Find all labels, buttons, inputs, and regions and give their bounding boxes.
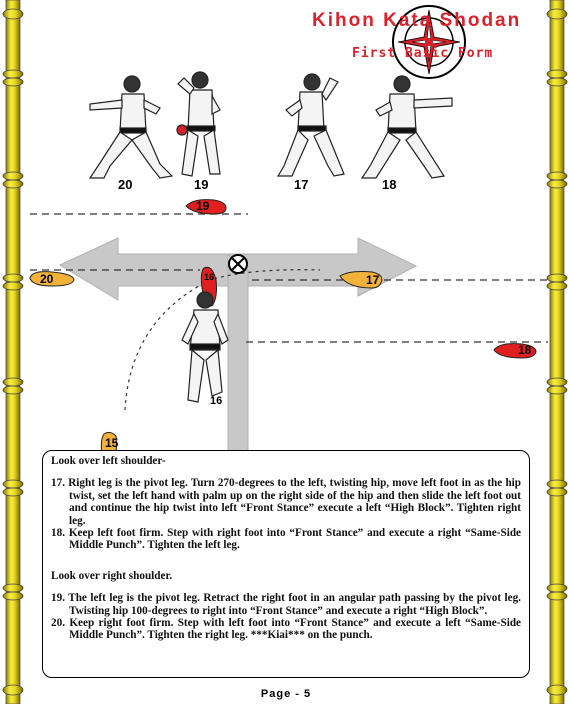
figure-label: 20 [118,177,133,192]
figure-18 [360,75,453,179]
figure-20 [88,75,174,179]
instruction-step: 18. Keep left foot firm. Step with right… [51,527,522,552]
right-bamboo-pole [546,0,568,704]
left-bamboo-pole [2,0,24,704]
page-title: Kihon Kata Shodan [312,10,522,31]
page-subtitle: First Basic Form [352,46,494,61]
footprint-label: 16 [204,272,215,282]
footprint-label: 19 [196,199,210,213]
page-number: Page - 5 [260,688,312,700]
figure-label: 18 [382,177,397,192]
footprint-label: 17 [366,273,380,287]
figure-19 [176,71,221,177]
footprint-label: 20 [40,272,54,286]
figure-16 [181,291,229,403]
right-arrow [227,237,418,297]
figure-label: 19 [194,177,209,192]
instruction-intro: Look over right shoulder. [51,569,173,582]
footprint-label: 16 [210,395,223,407]
instruction-step: 19. The left leg is the pivot leg. Retra… [51,592,521,617]
jikc-logo [392,5,466,79]
vertical-path [227,269,249,467]
instructions-box: Look over left shoulder- 17. Right leg i… [42,450,530,678]
figure-17 [276,73,345,177]
instruction-step: 20. Keep right foot firm. Step with left… [51,617,522,642]
footprint-label: 18 [518,343,532,357]
karate-figures-row [88,71,453,179]
footprint-label: 15 [105,436,119,450]
instruction-intro: Look over left shoulder- [51,455,166,467]
figure-label: 17 [294,177,309,192]
instruction-step: 17. Right leg is the pivot leg. Turn 270… [51,477,521,527]
